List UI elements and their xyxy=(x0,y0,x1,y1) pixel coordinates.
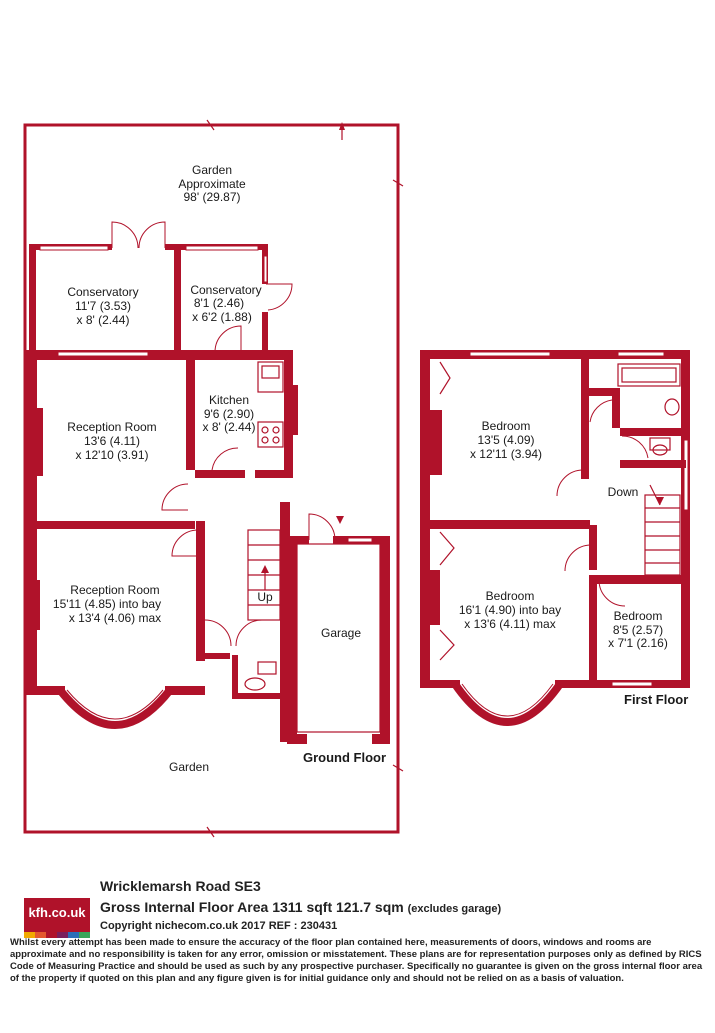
logo-stripe xyxy=(57,932,68,938)
arrow-up-icon xyxy=(339,122,345,130)
logo-stripe xyxy=(24,932,35,938)
disclaimer: Whilst every attempt has been made to en… xyxy=(10,937,703,984)
boundary-break-mark xyxy=(392,764,404,772)
garden-top-label: Approximate xyxy=(178,177,246,191)
garden-top-dimension: 98' (29.87) xyxy=(184,190,241,204)
bay-window xyxy=(56,687,174,729)
stairs-down-label: Down xyxy=(608,485,639,499)
boundary-break-mark xyxy=(206,826,215,838)
floor-area-value: Gross Internal Floor Area 1311 sqft 121.… xyxy=(100,899,404,915)
reception1-name: Reception Room xyxy=(67,420,156,434)
arrow-down-icon xyxy=(656,497,664,505)
reception2-dim2: x 13'4 (4.06) max xyxy=(69,611,161,625)
ground-floor-label: Ground Floor xyxy=(303,750,386,765)
conservatory1-name: Conservatory xyxy=(67,285,138,299)
ground-floor xyxy=(25,221,390,744)
reception1-dim2: x 12'10 (3.91) xyxy=(75,448,148,462)
bedroom1-dim2: x 12'11 (3.94) xyxy=(470,447,542,461)
logo-stripe xyxy=(79,932,90,938)
property-address: Wricklemarsh Road SE3 xyxy=(100,878,261,894)
logo-stripe xyxy=(68,932,79,938)
bedroom2-name: Bedroom xyxy=(486,589,535,603)
bedroom3-name: Bedroom xyxy=(614,609,663,623)
reception2-dim1: 15'11 (4.85) into bay xyxy=(53,597,161,611)
logo-stripe xyxy=(35,932,46,938)
kitchen-name: Kitchen xyxy=(209,393,249,407)
plot-boundary xyxy=(23,123,400,834)
floor-area: Gross Internal Floor Area 1311 sqft 121.… xyxy=(100,899,501,915)
conservatory2-dim2: x 6'2 (1.88) xyxy=(192,310,252,324)
copyright: Copyright nichecom.co.uk 2017 REF : 2304… xyxy=(100,920,338,932)
first-floor-label: First Floor xyxy=(624,692,688,707)
conservatory2-dim1: 8'1 (2.46) xyxy=(194,296,244,310)
bedroom3-dim1: 8'5 (2.57) xyxy=(613,623,663,637)
garden-bottom-label: Garden xyxy=(169,760,209,774)
conservatory1-dim2: x 8' (2.44) xyxy=(77,313,130,327)
floor-area-note: (excludes garage) xyxy=(407,903,502,915)
bedroom3-dim2: x 7'1 (2.16) xyxy=(608,636,668,650)
boundary-break-mark xyxy=(392,179,404,187)
kfh-logo: kfh.co.uk xyxy=(24,898,90,938)
bedroom2-dim2: x 13'6 (4.11) max xyxy=(464,617,555,631)
logo-color-bar xyxy=(24,932,90,938)
bedroom1-name: Bedroom xyxy=(482,419,531,433)
reception2-name: Reception Room xyxy=(70,583,159,597)
kitchen-dim2: x 8' (2.44) xyxy=(203,420,256,434)
conservatory2-name: Conservatory xyxy=(190,283,261,297)
arrow-up-icon xyxy=(261,565,269,573)
bay-window xyxy=(451,681,564,726)
bedroom2-dim1: 16'1 (4.90) into bay xyxy=(459,603,561,617)
arrow-down-icon xyxy=(336,516,344,524)
logo-text: kfh.co.uk xyxy=(28,905,86,920)
logo-stripe xyxy=(46,932,57,938)
garage-name: Garage xyxy=(321,626,361,640)
kitchen-dim1: 9'6 (2.90) xyxy=(204,407,254,421)
boundary-break-mark xyxy=(206,119,215,131)
conservatory1-dim1: 11'7 (3.53) xyxy=(75,299,131,313)
garden-top-label: Garden xyxy=(192,163,232,177)
first-floor xyxy=(420,350,690,726)
bedroom1-dim1: 13'5 (4.09) xyxy=(478,433,535,447)
stairs-up-label: Up xyxy=(257,590,273,604)
reception1-dim1: 13'6 (4.11) xyxy=(84,434,140,448)
